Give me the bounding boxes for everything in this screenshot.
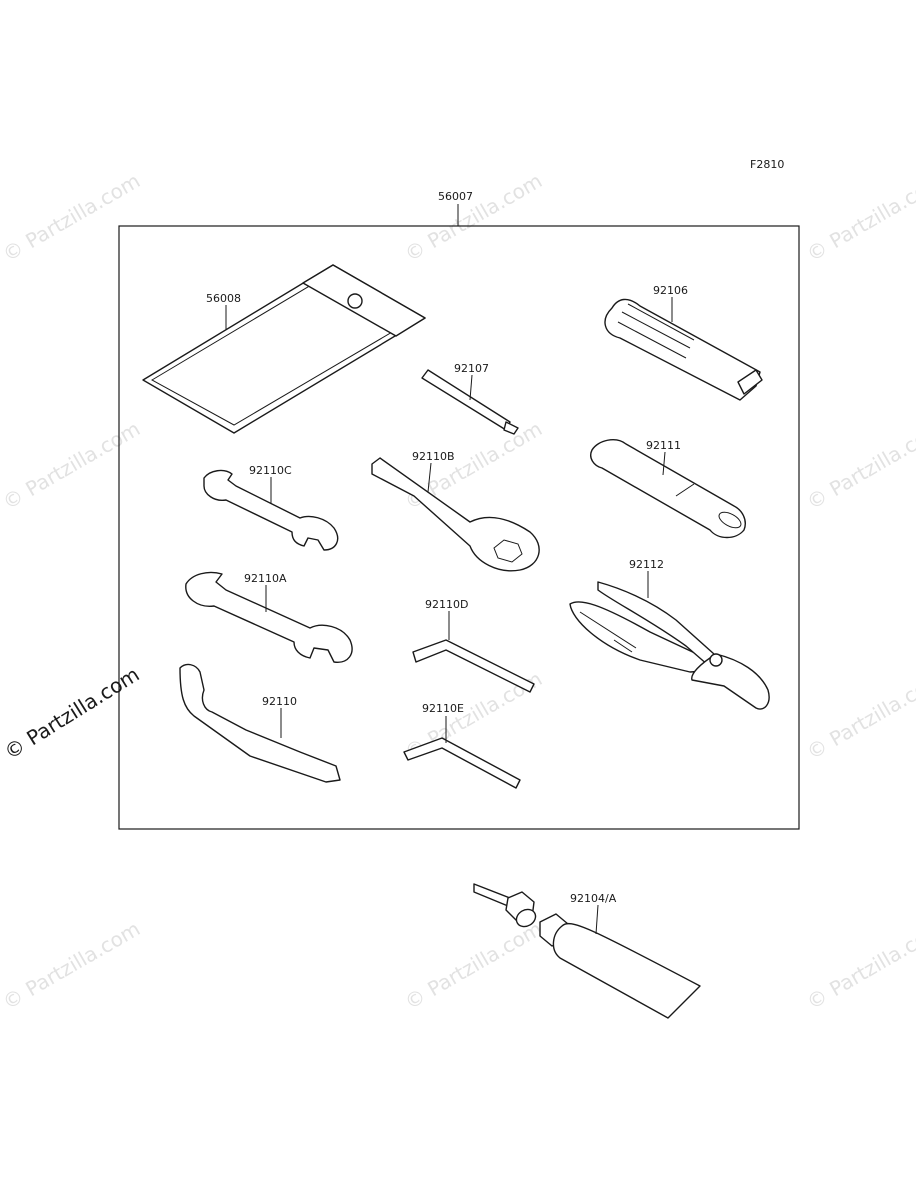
hex-key-d: 92110D bbox=[412, 598, 535, 693]
watermark: © Partzilla.com bbox=[803, 916, 916, 1014]
label-kit: 56007 bbox=[438, 190, 473, 203]
label-wrench-small: 92110C bbox=[249, 464, 292, 477]
grease-tube: 92104/A bbox=[473, 883, 701, 1019]
watermark: © Partzilla.com bbox=[803, 666, 916, 764]
label-screwdriver: 92107 bbox=[454, 362, 489, 375]
pliers: 92112 bbox=[569, 558, 770, 710]
label-pouch: 56008 bbox=[206, 292, 241, 305]
label-hook-wrench: 92110 bbox=[262, 695, 297, 708]
label-ring-wrench: 92110B bbox=[412, 450, 455, 463]
label-hex-key-d: 92110D bbox=[425, 598, 468, 611]
watermark: © Partzilla.com bbox=[0, 168, 144, 266]
watermark: © Partzilla.com bbox=[401, 916, 547, 1014]
watermark: © Partzilla.com bbox=[401, 168, 547, 266]
label-hex-key-e: 92110E bbox=[422, 702, 464, 715]
watermark: © Partzilla.com bbox=[803, 416, 916, 514]
watermark: © Partzilla.com bbox=[0, 416, 144, 514]
label-pliers: 92112 bbox=[629, 558, 664, 571]
label-handle: 92106 bbox=[653, 284, 688, 297]
label-wrench-large: 92110A bbox=[244, 572, 287, 585]
kit-frame bbox=[118, 225, 800, 830]
label-extension: 92111 bbox=[646, 439, 681, 452]
label-grease: 92104/A bbox=[570, 892, 617, 905]
tool-pouch: 56008 bbox=[142, 264, 426, 434]
watermark-layer: © Partzilla.com © Partzilla.com © Partzi… bbox=[0, 168, 916, 1014]
screwdriver-bit: 92107 bbox=[421, 362, 519, 435]
watermark: © Partzilla.com bbox=[803, 168, 916, 266]
open-wrench-small: 92110C bbox=[203, 464, 339, 551]
ring-wrench: 92110B bbox=[371, 450, 540, 572]
watermark-prominent: © Partzilla.com bbox=[0, 662, 144, 764]
screwdriver-handle: 92106 bbox=[604, 284, 763, 401]
watermark: © Partzilla.com bbox=[0, 916, 144, 1014]
figure-code: F2810 bbox=[750, 158, 784, 171]
open-wrench-large: 92110A bbox=[185, 571, 353, 663]
hex-key-e: 92110E bbox=[403, 702, 521, 789]
extension-bar: 92111 bbox=[590, 439, 746, 539]
hook-wrench: 92110 bbox=[179, 663, 341, 783]
